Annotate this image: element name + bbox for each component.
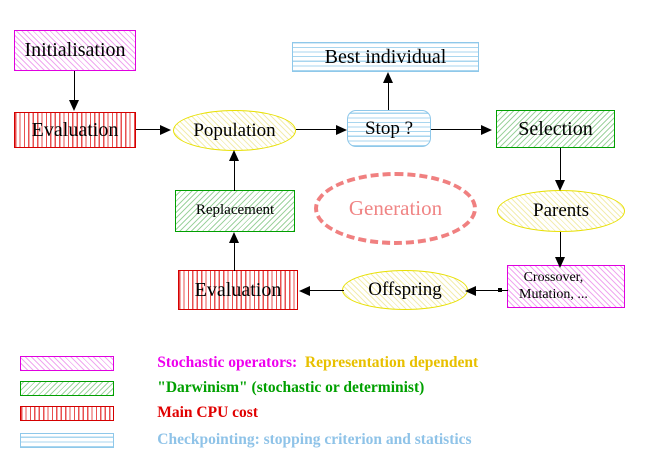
node-generation-label: Generation — [348, 196, 443, 220]
node-selection: Selection — [496, 110, 615, 148]
legend-text-checkpointing: Checkpointing: stopping criterion and st… — [134, 413, 472, 465]
node-initialisation-label: Initialisation — [24, 39, 126, 61]
arrow-stop-to-selection — [481, 125, 492, 135]
node-offspring-label: Offspring — [368, 279, 442, 301]
legend-label-stochastic-operators: Stochastic operators: — [157, 354, 298, 371]
node-initialisation: Initialisation — [14, 30, 136, 71]
node-offspring: Offspring — [342, 270, 468, 310]
node-replacement: Replacement — [175, 190, 295, 232]
legend-row-darwinism: "Darwinism" (stochastic or determinist) — [20, 377, 424, 399]
legend-row-checkpointing: Checkpointing: stopping criterion and st… — [20, 429, 472, 451]
edge-population-to-stop — [296, 129, 341, 131]
arrow-evaluation-to-population — [160, 125, 171, 135]
node-parents-label: Parents — [533, 200, 589, 222]
node-best-individual-label: Best individual — [324, 45, 447, 68]
arrow-offspring-to-evaluation — [299, 286, 310, 296]
edge-stub-crossover — [498, 288, 502, 292]
node-parents: Parents — [497, 190, 625, 232]
legend-text-stochastic-operators: Stochastic operators: Representation dep… — [134, 336, 478, 390]
legend-label-representation-dependent: Representation dependent — [297, 354, 479, 371]
edge-replacement-to-population — [234, 156, 236, 191]
arrow-parents-to-crossover — [555, 257, 565, 268]
node-generation: Generation — [314, 172, 477, 245]
node-stop: Stop ? — [347, 110, 431, 147]
edge-stop-to-selection — [431, 129, 486, 131]
node-selection-label: Selection — [518, 117, 593, 140]
legend-label-checkpointing: Checkpointing: stopping criterion and st… — [157, 431, 472, 448]
node-replacement-label: Replacement — [195, 202, 275, 219]
edge-initialisation-to-evaluation — [74, 71, 76, 104]
legend-row-main-cpu-cost: Main CPU cost — [20, 402, 258, 424]
node-best-individual: Best individual — [292, 42, 479, 72]
legend-swatch-magenta-diagonal-hatch — [20, 355, 114, 371]
legend-text-main-cpu-cost: Main CPU cost — [134, 386, 258, 440]
node-evaluation-bottom: Evaluation — [178, 270, 298, 310]
legend-swatch-green-diagonal-hatch — [20, 380, 114, 396]
node-evaluation-top-label: Evaluation — [31, 118, 119, 141]
edge-offspring-to-evaluation — [306, 290, 344, 292]
arrow-selection-to-parents — [555, 180, 565, 191]
node-crossover-mutation: Crossover, Mutation, ... — [507, 265, 625, 308]
node-evaluation-top: Evaluation — [14, 112, 136, 148]
edge-stop-to-best-individual — [388, 78, 390, 110]
node-population-label: Population — [193, 119, 276, 141]
edge-parents-to-crossover — [560, 232, 562, 262]
edge-selection-to-parents — [560, 148, 562, 184]
arrow-crossover-to-offspring — [465, 286, 476, 296]
arrow-population-to-stop — [336, 125, 347, 135]
node-stop-label: Stop ? — [364, 117, 414, 139]
legend-swatch-blue-horizontal-hatch — [20, 432, 114, 448]
arrow-stop-to-best-individual — [383, 72, 393, 83]
arrow-evaluation-to-replacement — [229, 232, 239, 243]
node-crossover-mutation-label: Crossover, Mutation, ... — [519, 270, 588, 302]
legend-row-stochastic-operators: Stochastic operators: Representation dep… — [20, 352, 478, 374]
edge-evaluation-to-population — [136, 129, 166, 131]
arrow-initialisation-to-evaluation — [69, 100, 79, 111]
node-population: Population — [173, 110, 296, 151]
node-evaluation-bottom-label: Evaluation — [194, 278, 282, 301]
legend-swatch-red-vertical-hatch — [20, 405, 114, 421]
arrow-replacement-to-population — [229, 150, 239, 161]
legend-text-darwinism: "Darwinism" (stochastic or determinist) — [134, 361, 424, 415]
edge-crossover-to-offspring — [472, 290, 508, 292]
edge-evaluation-to-replacement — [234, 238, 236, 271]
legend-label-main-cpu-cost: Main CPU cost — [157, 404, 258, 421]
legend-label-darwinism: "Darwinism" (stochastic or determinist) — [157, 379, 425, 396]
